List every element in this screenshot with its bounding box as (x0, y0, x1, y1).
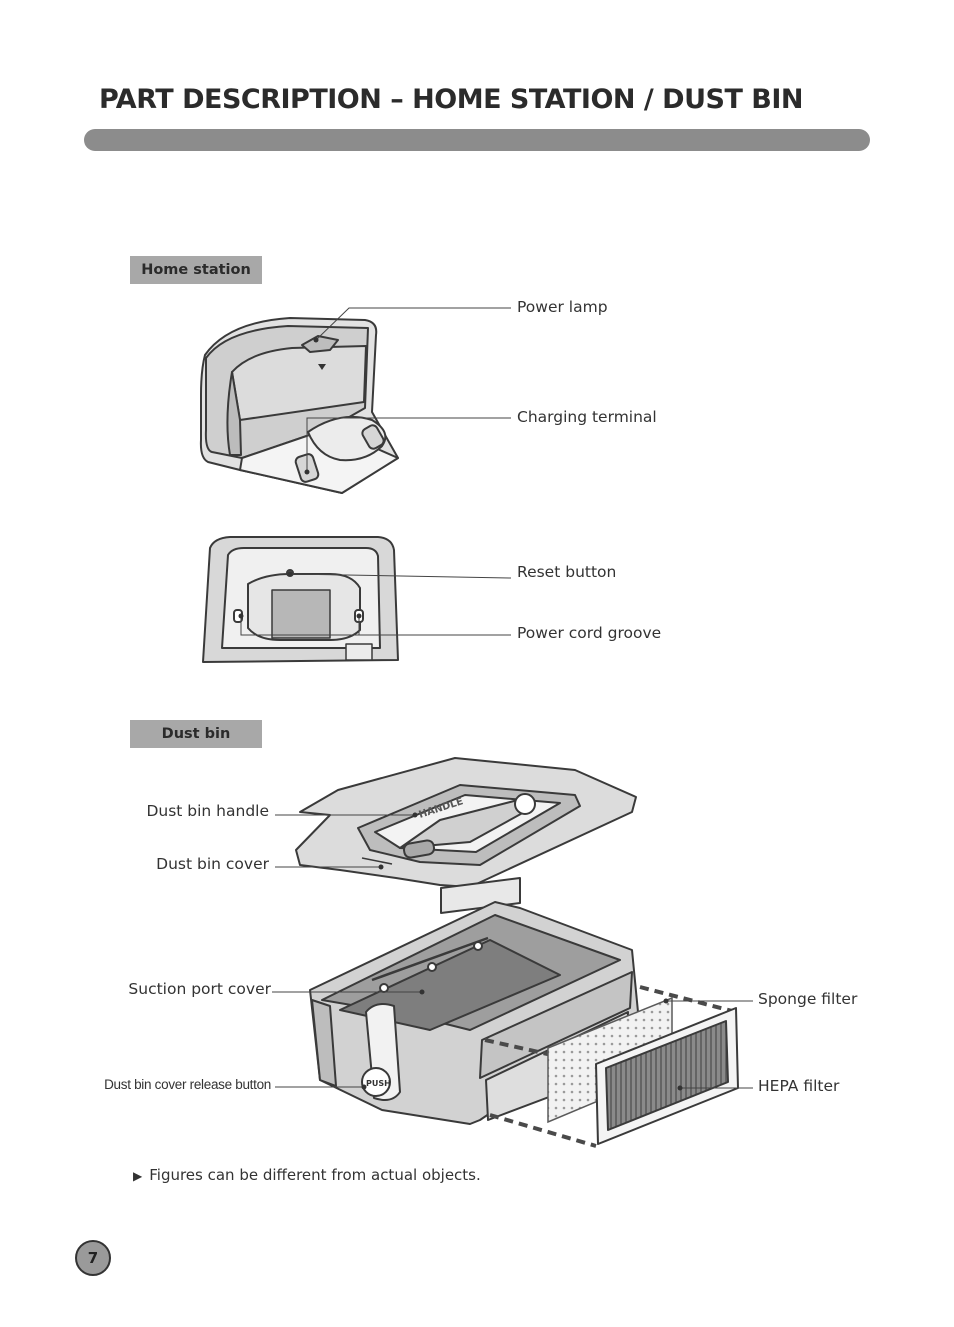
home-station-front-illustration (199, 317, 399, 494)
section-tag-home-station: Home station (130, 256, 262, 284)
label-dust-bin-cover: Dust bin cover (156, 855, 269, 873)
label-sponge-filter: Sponge filter (758, 990, 858, 1008)
push-button-label: PUSH (366, 1079, 391, 1088)
label-hepa-filter: HEPA filter (758, 1077, 840, 1095)
page-title: PART DESCRIPTION – HOME STATION / DUST B… (99, 84, 803, 115)
page-number: 7 (75, 1240, 111, 1276)
leader-dots (238, 337, 683, 1091)
label-dust-bin-handle: Dust bin handle (146, 802, 269, 820)
title-underline-bar (84, 129, 870, 151)
home-station-back-illustration (202, 536, 399, 663)
label-power-cord-groove: Power cord groove (517, 624, 662, 642)
dust-bin-cover-illustration (295, 757, 637, 914)
label-dust-bin-cover-release-button: Dust bin cover release button (104, 1077, 271, 1092)
leader-lines (240, 307, 753, 1089)
label-power-lamp: Power lamp (517, 298, 608, 316)
figure-note-text: Figures can be different from actual obj… (149, 1166, 481, 1184)
section-tag-dust-bin: Dust bin (130, 720, 262, 748)
hepa-filter-illustration (595, 1007, 739, 1145)
figure-note: ▶ Figures can be different from actual ob… (133, 1166, 481, 1184)
label-charging-terminal: Charging terminal (517, 408, 657, 426)
label-reset-button: Reset button (517, 563, 617, 581)
label-suction-port-cover: Suction port cover (128, 980, 271, 998)
triangle-bullet-icon: ▶ (133, 1169, 143, 1183)
